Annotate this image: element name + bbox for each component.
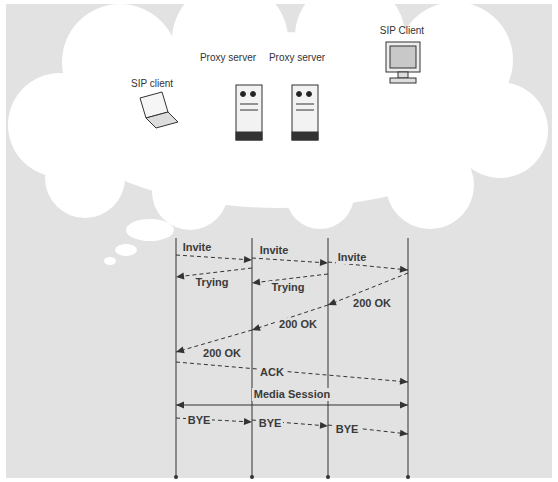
cloud-puff: [62, 4, 178, 120]
arrow-head: [400, 266, 408, 273]
lifeline: [252, 238, 253, 478]
thought-bubble: [126, 219, 174, 241]
server-case: [292, 85, 318, 140]
cloud-puff: [152, 154, 228, 230]
cloud-puff: [386, 141, 474, 229]
message-label: Invite: [181, 241, 214, 254]
monitor-icon: [386, 42, 420, 83]
message-label: 200 OK: [351, 297, 393, 310]
message-label: BYE: [334, 423, 361, 436]
server-slot: [240, 104, 258, 105]
arrow-head: [244, 256, 252, 263]
message-label: BYE: [257, 417, 284, 430]
cloud: [8, 0, 548, 265]
thought-bubble: [115, 244, 137, 256]
message-label: Trying: [193, 276, 230, 289]
message-label: Invite: [258, 244, 291, 257]
server-slot: [296, 110, 314, 111]
arrow-head: [176, 273, 184, 280]
monitor-frame: [386, 42, 420, 72]
message-line: [176, 255, 252, 260]
message-label: Trying: [269, 281, 306, 294]
message-label: 200 OK: [201, 347, 243, 360]
server-led: [251, 92, 256, 97]
server-led: [241, 92, 246, 97]
participant-label: SIP Client: [378, 24, 426, 37]
lifeline: [408, 238, 409, 478]
server-slot: [296, 104, 314, 105]
lifeline-end: [250, 475, 254, 479]
message-line: [252, 258, 328, 263]
participant-name: Proxy server: [267, 51, 327, 64]
message-arrow: [252, 305, 328, 331]
participant-name: Proxy server: [198, 51, 258, 64]
monitor-stand: [398, 72, 408, 78]
message-arrow: [176, 402, 408, 409]
message-label: Invite: [336, 251, 369, 264]
server-base: [292, 132, 318, 140]
server-base: [236, 132, 262, 140]
arrow-head: [400, 378, 408, 385]
arrow-head: [176, 402, 184, 409]
arrow-head: [252, 279, 260, 286]
server-icon: [292, 85, 318, 140]
arrow-head: [320, 259, 328, 266]
cloud-puff: [286, 161, 354, 229]
message-label: BYE: [186, 414, 213, 427]
laptop-icon: [140, 92, 178, 128]
message-arrow: [176, 362, 408, 385]
thought-bubble: [104, 257, 116, 265]
message-label: ACK: [258, 366, 286, 379]
server-icon: [236, 85, 262, 140]
message-arrow: [252, 258, 328, 266]
participant-label: Proxy server: [267, 51, 327, 64]
laptop-keyboard: [146, 112, 178, 128]
arrow-head: [252, 324, 261, 331]
monitor-base: [390, 78, 416, 83]
lifeline-end: [406, 475, 410, 479]
arrow-head: [400, 430, 408, 437]
server-case: [236, 85, 262, 140]
arrow-head: [176, 346, 185, 353]
message-line: [176, 362, 408, 382]
cloud-puff: [172, 0, 288, 98]
message-line: [176, 405, 408, 406]
participant-label: SIP client: [129, 77, 175, 90]
participant-label: Proxy server: [198, 51, 258, 64]
participant-name: SIP Client: [378, 24, 426, 37]
server-led: [307, 92, 312, 97]
arrow-head: [320, 422, 328, 429]
arrow-head: [400, 402, 408, 409]
server-led: [297, 92, 302, 97]
lifeline-end: [174, 475, 178, 479]
lifeline-end: [326, 475, 330, 479]
message-arrow: [176, 255, 252, 263]
arrow-head: [244, 418, 252, 425]
server-slot: [240, 110, 258, 111]
lifeline: [176, 238, 177, 478]
participant-name: SIP client: [129, 77, 175, 90]
message-label: Media Session: [252, 388, 332, 401]
monitor-screen: [390, 46, 416, 68]
message-label: 200 OK: [277, 318, 319, 331]
message-arrow: [328, 262, 408, 273]
arrow-head: [328, 299, 337, 305]
cloud-puff: [45, 138, 125, 218]
message-line: [252, 305, 328, 330]
